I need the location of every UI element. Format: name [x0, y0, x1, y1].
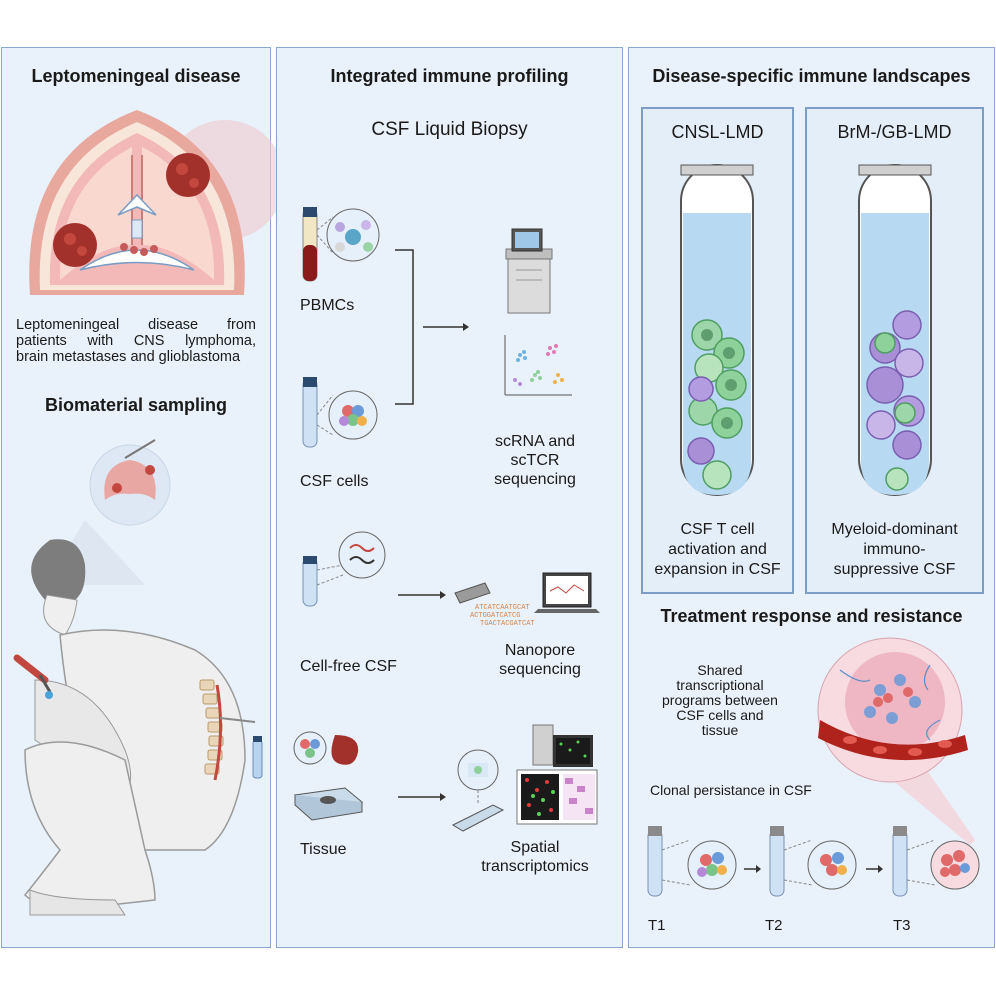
brain-section-illustration [29, 110, 285, 295]
sequence-text-1: ACTGGATCATCG [470, 612, 520, 620]
timepoint-t1: T1 [648, 917, 666, 934]
sequence-text-3: ATCATCAATGCAT [475, 604, 530, 612]
scrna-line2: scTCR [510, 452, 560, 469]
cnsl-desc-line1: CSF T cell [680, 521, 755, 538]
patient-lumbar-puncture-illustration [13, 439, 263, 916]
nanopore-device-icon: ACTGGATCATCG TGACTACGATCAT ATCATCAATGCAT [454, 572, 600, 628]
spatial-line2: transcriptomics [481, 858, 589, 875]
cell-free-csf-label: Cell-free CSF [300, 658, 397, 675]
brm-desc-line3: suppressive CSF [833, 561, 956, 578]
sequence-text-2: TGACTACGATCAT [480, 620, 535, 628]
tissue-label: Tissue [300, 841, 347, 858]
middle-title: Integrated immune profiling [330, 66, 569, 86]
timeline-t2-icon [769, 826, 857, 897]
right-title: Disease-specific immune landscapes [652, 66, 971, 86]
csf-cells-label: CSF cells [300, 473, 369, 490]
shared-line5: tissue [701, 722, 739, 738]
cell-free-csf-tube-icon [302, 531, 386, 607]
brm-desc-line1: Myeloid-dominant [831, 521, 958, 538]
nanopore-line2: sequencing [499, 661, 581, 678]
tumor-tissue-vessel-illustration [817, 637, 975, 845]
scrna-line3: sequencing [494, 471, 576, 488]
nanopore-arrow [398, 591, 446, 599]
pbmc-tube-icon [302, 207, 380, 282]
cnsl-lmd-title: CNSL-LMD [671, 122, 764, 142]
arrow-t2-t3 [866, 865, 883, 873]
tissue-sample-icon [293, 731, 364, 821]
brm-gb-lmd-title: BrM-/GB-LMD [837, 122, 952, 142]
left-title: Leptomeningeal disease [31, 66, 241, 86]
csf-cells-tube-icon [302, 377, 378, 448]
biomaterial-sampling-title: Biomaterial sampling [44, 395, 228, 415]
arrow-t1-t2 [744, 865, 761, 873]
shared-line3: programs between [662, 692, 778, 708]
clonal-persistence-label: Clonal persistance in CSF [650, 782, 812, 798]
left-description-line3: brain metastases and glioblastoma [16, 349, 241, 365]
umap-scatter-icon [504, 335, 572, 396]
spatial-arrow [398, 793, 446, 801]
scrna-line1: scRNA and [494, 433, 576, 450]
cnsl-desc-line3: expansion in CSF [654, 561, 781, 578]
left-description-line1: Leptomeningeal disease from [16, 317, 256, 333]
brm-desc-line2: immuno- [863, 541, 926, 558]
nanopore-line1: Nanopore [504, 642, 576, 659]
cnsl-tube-icon [680, 164, 754, 496]
spatial-computer-icon [516, 724, 598, 825]
shared-line4: CSF cells and [676, 707, 764, 723]
shared-line2: transcriptional [676, 677, 764, 693]
timeline-t3-icon [892, 826, 980, 897]
timeline-t1-icon [647, 826, 737, 897]
treatment-title: Treatment response and resistance [660, 606, 963, 626]
pbmcs-label: PBMCs [300, 297, 355, 314]
timepoint-t3: T3 [893, 917, 911, 934]
timepoint-t2: T2 [765, 917, 783, 934]
cnsl-desc-line2: activation and [668, 541, 767, 558]
spatial-slide-icon [451, 749, 505, 832]
shared-line1: Shared [697, 662, 743, 678]
merge-arrow [395, 249, 469, 405]
sequencer-machine-icon [505, 228, 553, 314]
spatial-line1: Spatial [510, 839, 560, 856]
left-description-line2: patients with CNS lymphoma, [16, 333, 256, 349]
brm-tube-icon [858, 164, 932, 496]
csf-liquid-biopsy-subtitle: CSF Liquid Biopsy [371, 119, 528, 140]
